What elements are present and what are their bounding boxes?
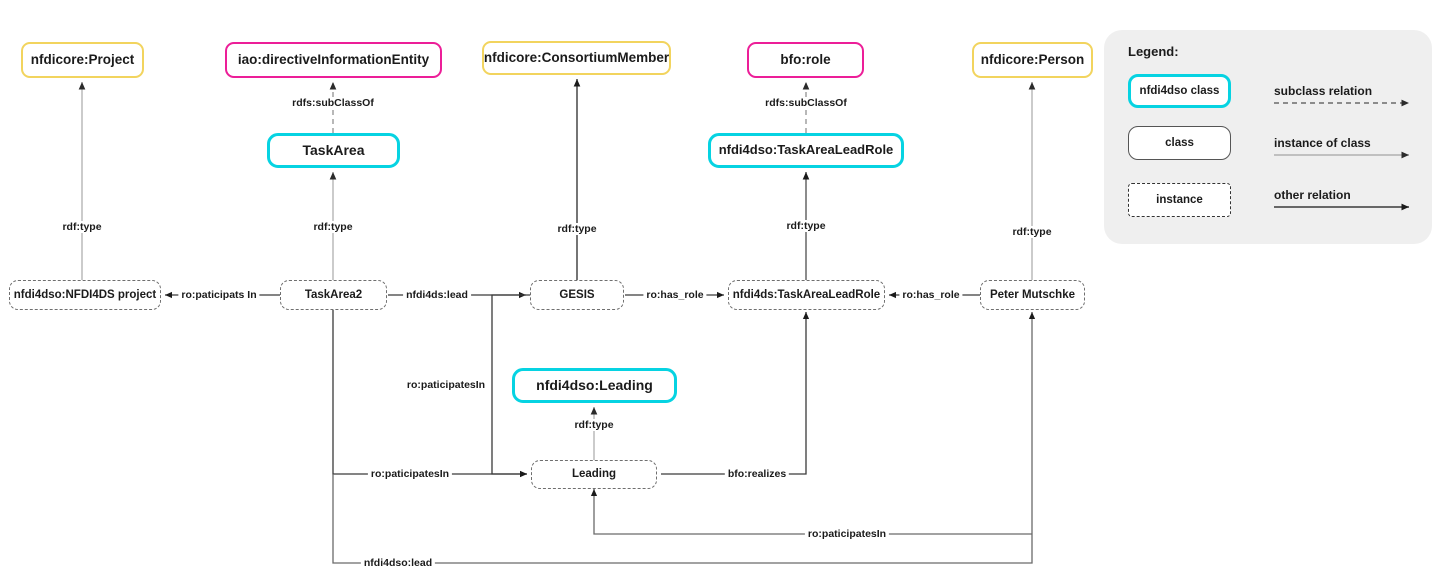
legend-label-subclass-relation: subclass relation [1274,84,1373,98]
node-nfdi4dso-leading[interactable]: nfdi4dso:Leading [512,368,677,403]
edge-label-lead-taskarea2-gesis: nfdi4ds:lead [403,289,471,301]
edge-label-hasrole-gesis: ro:has_role [643,289,707,301]
node-label: nfdi4dso:TaskAreaLeadRole [718,142,894,158]
node-leading[interactable]: Leading [531,460,657,489]
node-label: nfdicore:Person [980,51,1085,67]
node-nfdicore-project[interactable]: nfdicore:Project [21,42,144,78]
node-taskarea[interactable]: TaskArea [267,133,400,168]
edge-label-participates-taskarea2: ro:paticipatesIn [367,468,453,480]
edge-label-participates-gesis: ro:paticipatesIn [403,379,489,391]
edge-lead-bottom [332,312,1036,564]
node-peter-mutschke[interactable]: Peter Mutschke [980,280,1085,310]
edge-label-rdftype-leading: rdf:type [571,419,617,431]
node-gesis[interactable]: GESIS [530,280,624,310]
node-label: Peter Mutschke [989,288,1075,301]
node-label: iao:directiveInformationEntity [237,51,430,67]
legend-swatch-label: class [1165,137,1194,149]
node-label: TaskArea2 [304,288,363,301]
node-label: nfdicore:ConsortiumMember [483,49,670,65]
node-label: nfdi4dso:Leading [536,376,653,393]
legend-panel: Legend: nfdi4dso class class instance su… [1104,30,1432,244]
node-label: bfo:role [780,51,831,67]
legend-swatch-nfdi4dso-class: nfdi4dso class [1128,74,1231,108]
node-label: Leading [571,468,617,481]
legend-arrow-layer [1274,99,1409,211]
edge-participates-taskarea2 [332,310,527,478]
edge-label-participates-project: ro:paticipats In [178,289,260,301]
edge-label-realizes-leading: bfo:realizes [724,468,790,480]
edge-label-rdftype-gesis: rdf:type [554,223,600,235]
edge-realizes-leading [661,312,810,475]
node-label: nfdicore:Project [30,51,135,67]
node-label: TaskArea [302,141,365,158]
edge-label-hasrole-person: ro:has_role [899,289,963,301]
node-label: nfdi4ds:TaskAreaLeadRole [732,288,881,301]
legend-label-other-relation: other relation [1274,188,1351,202]
edge-label-rdftype-person: rdf:type [1009,226,1055,238]
node-nfdi4dso-taskarealeadrole[interactable]: nfdi4dso:TaskAreaLeadRole [708,133,904,168]
edge-label-subclassof-taskarea: rdfs:subClassOf [289,97,377,109]
node-taskarea2[interactable]: TaskArea2 [280,280,387,310]
node-bfo-role[interactable]: bfo:role [747,42,864,78]
legend-swatch-instance: instance [1128,183,1231,217]
legend-swatch-label: nfdi4dso class [1139,85,1220,97]
legend-swatch-class: class [1128,126,1231,160]
node-label: nfdi4dso:NFDI4DS project [13,288,157,301]
node-nfdicore-person[interactable]: nfdicore:Person [972,42,1093,78]
edge-label-rdftype-project: rdf:type [59,221,105,233]
edge-label-rdftype-leadrole: rdf:type [783,220,829,232]
node-iao-directiveinformationentity[interactable]: iao:directiveInformationEntity [225,42,442,78]
edge-label-subclassof-leadrole: rdfs:subClassOf [762,97,850,109]
legend-swatch-label: instance [1156,194,1203,206]
node-nfdi4dso-nfdi4ds-project[interactable]: nfdi4dso:NFDI4DS project [9,280,161,310]
node-nfdi4ds-taskarealeadrole[interactable]: nfdi4ds:TaskAreaLeadRole [728,280,885,310]
node-nfdicore-consortiummember[interactable]: nfdicore:ConsortiumMember [482,41,671,75]
edge-label-rdftype-taskarea2: rdf:type [310,221,356,233]
edge-label-lead-bottom: nfdi4dso:lead [360,557,436,569]
legend-label-instance-relation: instance of class [1274,136,1371,150]
node-label: GESIS [559,288,595,301]
legend-title: Legend: [1128,44,1179,59]
edge-label-participates-person: ro:paticipatesIn [804,528,890,540]
